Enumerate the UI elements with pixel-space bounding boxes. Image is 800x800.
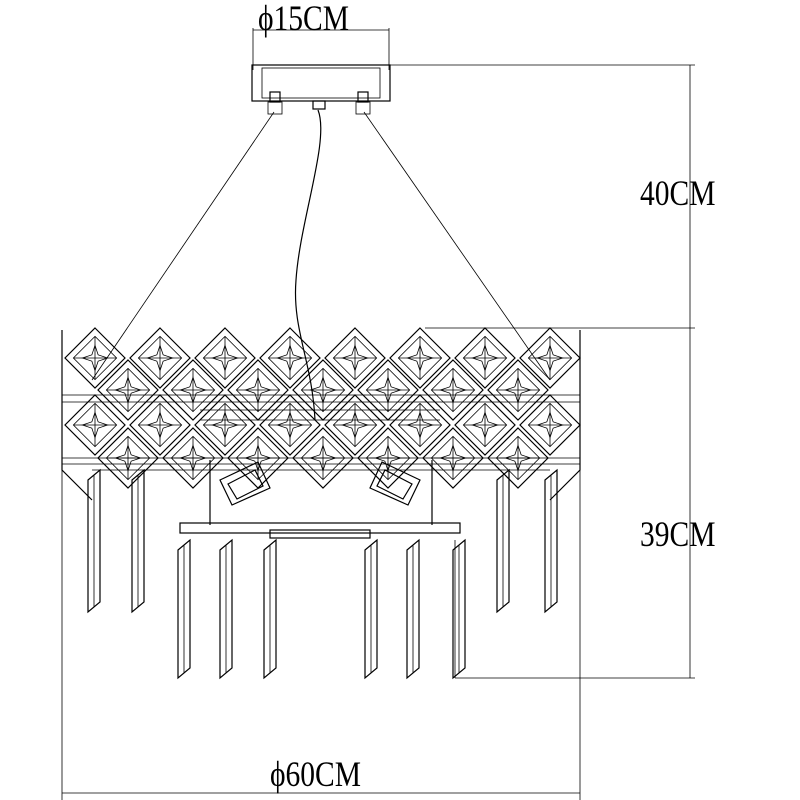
crystal-diamond [454, 327, 516, 389]
crystal-prism [131, 468, 145, 614]
crystal-diamond [64, 394, 126, 456]
crystal-prism [364, 538, 378, 680]
crystal-prism [406, 538, 420, 680]
body-height-dimension-line [455, 328, 695, 679]
crystal-diamond [259, 394, 321, 456]
crystal-diamond [487, 427, 549, 489]
crystal-prism [544, 468, 558, 614]
crystal-diamond [162, 359, 224, 421]
crystal-diamond [129, 394, 191, 456]
ceiling-canopy [251, 64, 391, 115]
crystal-prism [219, 538, 233, 680]
crystal-diamond [324, 394, 386, 456]
crystal-diamond [97, 359, 159, 421]
crystal-diamond [519, 327, 581, 389]
crystal-prism [452, 538, 466, 680]
crystal-prism [87, 468, 101, 614]
inner-frame [179, 409, 461, 539]
crystal-diamond [194, 327, 256, 389]
crystal-diamonds [64, 327, 581, 489]
crystal-prism [496, 468, 510, 614]
crystal-diamond [292, 427, 354, 489]
crystal-diamond [519, 394, 581, 456]
crystal-diamond [259, 327, 321, 389]
body-height-label: 39CM [640, 514, 716, 554]
crystal-diamond [64, 327, 126, 389]
body-diameter-label: ϕ60CM [270, 754, 362, 794]
hanging-height-dimension-line [390, 64, 695, 329]
crystal-prisms [87, 468, 558, 680]
hanging-height-label: 40CM [640, 173, 716, 213]
crystal-diamond [97, 427, 159, 489]
canopy-diameter-label: ϕ15CM [258, 0, 350, 38]
crystal-diamond [422, 359, 484, 421]
crystal-diamond [422, 427, 484, 489]
crystal-diamond [454, 394, 516, 456]
body-diameter-dimension-line [61, 330, 581, 800]
crystal-diamond [487, 359, 549, 421]
crystal-diamond [194, 394, 256, 456]
crystal-diamond [389, 394, 451, 456]
suspension-wires [91, 109, 551, 421]
crystal-prism [177, 538, 191, 680]
crystal-diamond [389, 327, 451, 389]
crystal-diamond [227, 427, 289, 489]
crystal-diamond [357, 427, 419, 489]
canopy-dimension-line [252, 28, 390, 70]
crystal-diamond [129, 327, 191, 389]
crystal-diamond [162, 427, 224, 489]
crystal-prism [263, 538, 277, 680]
crystal-diamond [324, 327, 386, 389]
